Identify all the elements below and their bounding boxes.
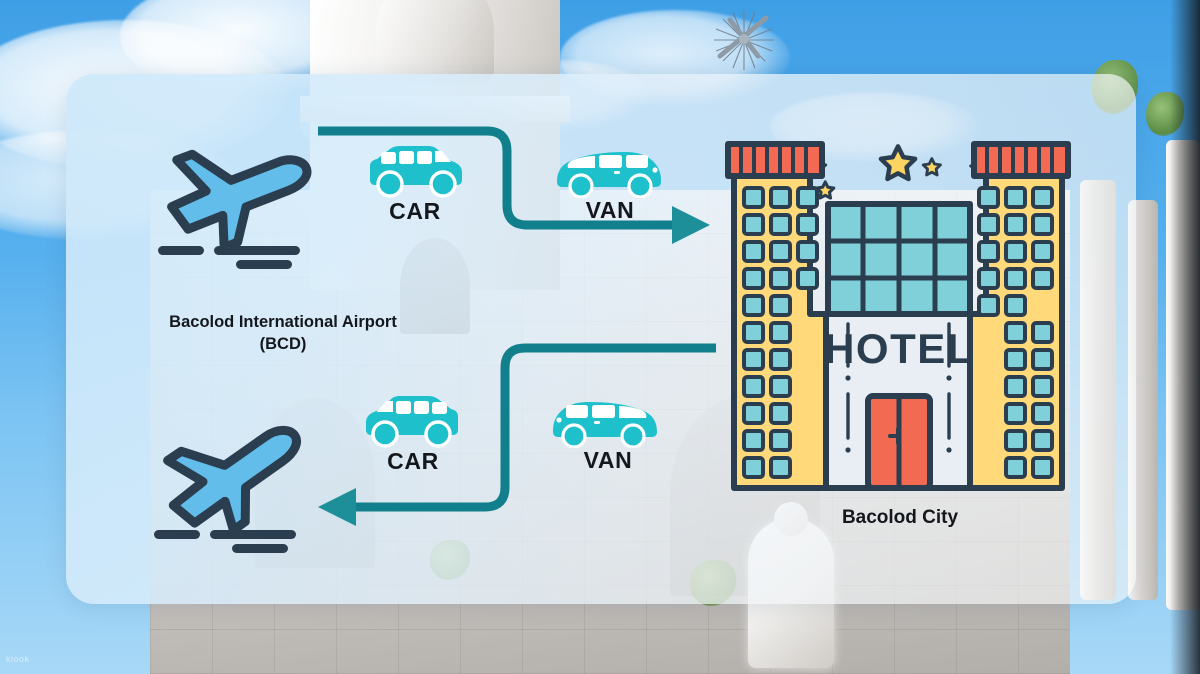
airport-label-line2: (BCD): [259, 334, 307, 353]
departure-van-icon: [549, 396, 663, 449]
airport-node: [140, 110, 330, 270]
church-dome: [376, 0, 494, 84]
arrival-van-icon: [551, 146, 665, 199]
airport-label: Bacolod International Airport (BCD): [93, 312, 473, 356]
hotel-building-icon: HOTEL: [722, 138, 1074, 498]
arrival-car-icon: [362, 140, 468, 198]
airport-label-line1: Bacolod International Airport: [169, 313, 397, 331]
church-cross-icon: [700, 6, 788, 86]
arrival-car-label: CAR: [389, 198, 441, 224]
city-label: Bacolod City: [841, 507, 959, 528]
departure-car-label: CAR: [387, 448, 439, 474]
departure-car-icon: [360, 390, 466, 448]
photo-vignette: [1170, 0, 1200, 674]
airport-departure-node: [140, 398, 320, 558]
airplane-landing-icon: [158, 149, 312, 269]
departure-van-label: VAN: [583, 447, 633, 473]
watermark: klook: [6, 654, 30, 664]
airplane-takeoff-icon: [154, 425, 301, 553]
hotel-sign-text: HOTEL: [824, 325, 974, 372]
arrival-van-label: VAN: [585, 197, 635, 223]
